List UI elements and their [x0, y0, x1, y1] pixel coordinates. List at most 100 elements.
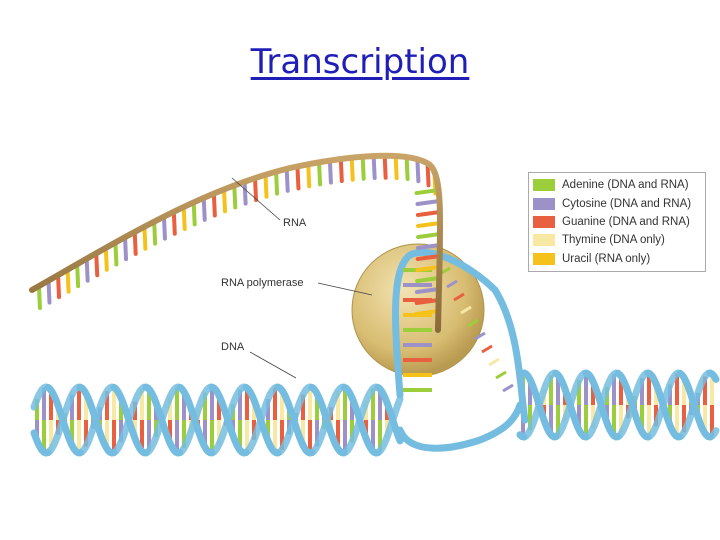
rna-base [211, 191, 217, 218]
slide-title: Transcription [250, 42, 470, 82]
rna-base [414, 298, 441, 306]
dna-leader-line [249, 351, 297, 379]
dna-backbone-segment [374, 395, 404, 457]
rna-base [142, 224, 148, 251]
uracil-swatch [533, 252, 555, 265]
rna-base [56, 273, 62, 300]
exposed-base [481, 344, 493, 354]
dna-label: DNA [221, 341, 245, 353]
rna-base [75, 262, 81, 289]
exposed-base [460, 305, 472, 315]
rna-base [65, 267, 71, 294]
dna-backbone-segment [516, 431, 528, 441]
rna-base [415, 254, 442, 262]
rna-base [415, 243, 442, 251]
thymine-swatch [533, 234, 555, 247]
dna-backbone-front [30, 369, 720, 457]
dna-backbone-segment [706, 369, 720, 383]
rna-base [415, 157, 421, 184]
rna-base [103, 245, 109, 272]
rna-base [371, 154, 377, 181]
rna-base [181, 204, 187, 231]
rna-bases [36, 153, 443, 317]
rna-base [414, 188, 441, 196]
rna-base [414, 287, 441, 295]
legend-item-cytosine: Cytosine (DNA and RNA) [533, 194, 701, 212]
legend-label: Guanine (DNA and RNA) [562, 215, 690, 228]
dna-backbone-segment [676, 369, 714, 441]
dna-backbone-segment [374, 383, 404, 445]
template-strand [392, 248, 529, 424]
rna-base [416, 221, 443, 229]
legend-label: Uracil (RNA only) [562, 252, 651, 265]
rna-base [317, 160, 323, 187]
rna-base [415, 265, 442, 273]
rna-leader-line [231, 177, 281, 221]
legend-label: Adenine (DNA and RNA) [562, 179, 689, 192]
legend-label: Cytosine (DNA and RNA) [562, 197, 692, 210]
rna-base [152, 219, 158, 246]
rna-base [171, 209, 177, 236]
rna-base [274, 169, 280, 196]
rna-base [284, 166, 290, 193]
dna-backbone-segment [44, 383, 84, 457]
rna-base [201, 195, 207, 222]
rna-base [360, 154, 366, 181]
exposed-base [502, 383, 514, 393]
rna-base [404, 155, 410, 182]
callout-leaders [231, 177, 373, 379]
rna-base [382, 153, 388, 180]
transcription-bubble [392, 248, 529, 452]
rna-base [263, 172, 269, 199]
legend-item-adenine: Adenine (DNA and RNA) [533, 176, 701, 194]
rna-base [232, 183, 238, 210]
exposed-base [453, 292, 465, 302]
exposed-base [474, 331, 486, 341]
dna-backbone-segment [520, 369, 560, 441]
base-legend: Adenine (DNA and RNA) Cytosine (DNA and … [528, 172, 706, 272]
rna-base [94, 251, 100, 278]
rna-base [338, 157, 344, 184]
rna-base [113, 240, 119, 267]
rna-base [84, 256, 90, 283]
dna-backbone-segment [208, 383, 250, 457]
cytosine-swatch [533, 197, 555, 210]
rna-base [415, 276, 442, 284]
rna-base [123, 235, 129, 262]
dna-backbone-segment [142, 383, 184, 457]
legend-item-uracil: Uracil (RNA only) [533, 250, 701, 268]
exposed-base [446, 279, 458, 289]
rna-base [306, 162, 312, 189]
dna-backbone-segment [308, 383, 348, 457]
adenine-swatch [533, 179, 555, 192]
rna-base [349, 155, 355, 182]
legend-item-thymine: Thymine (DNA only) [533, 231, 701, 249]
legend-label: Thymine (DNA only) [562, 234, 665, 247]
rna-base [415, 199, 442, 207]
rna-base [161, 214, 167, 241]
dna-backbone-segment [614, 369, 652, 441]
rna-label: RNA [283, 217, 307, 229]
dna-backbone-segment [340, 383, 382, 457]
legend-item-guanine: Guanine (DNA and RNA) [533, 213, 701, 231]
polymerase-leader-line [317, 282, 373, 296]
rna-base [242, 179, 248, 206]
rna-base [132, 229, 138, 256]
rna-strand [29, 152, 444, 333]
dna-backbone-segment [76, 383, 118, 457]
rna-base [295, 164, 301, 191]
rna-base [222, 187, 228, 214]
dna-backbone-segment [552, 369, 590, 441]
dna-backbone-segment [242, 383, 282, 457]
dna-backbone-segment [30, 429, 52, 457]
dna-backbone-segment [176, 383, 216, 457]
exposed-base [488, 357, 500, 367]
rna-base [36, 284, 42, 311]
exposed-base [467, 318, 479, 328]
rna-base [46, 278, 52, 305]
guanine-swatch [533, 215, 555, 228]
rna-base [191, 200, 197, 227]
coding-strand [396, 401, 524, 452]
rna-polymerase-label: RNA polymerase [221, 277, 304, 289]
